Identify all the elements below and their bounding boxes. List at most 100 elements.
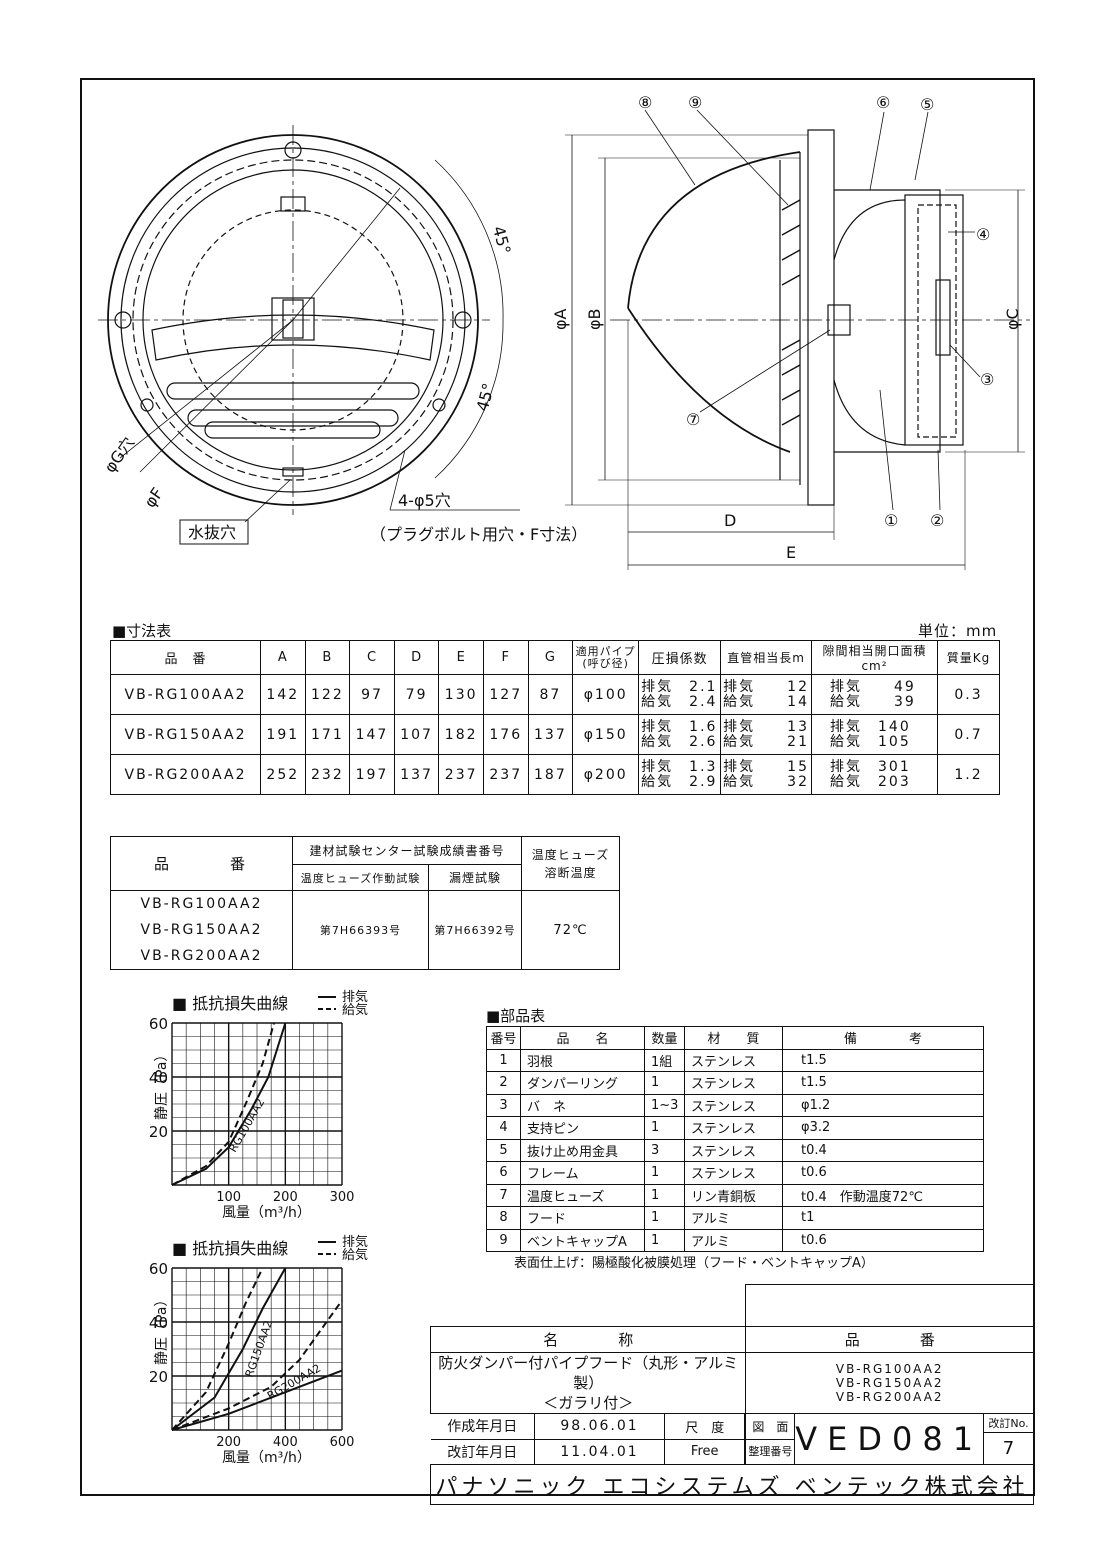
dim-header: 直管相当長m — [720, 640, 812, 675]
drain-label: 水抜穴 — [188, 523, 236, 542]
dim-cell: 87 — [527, 674, 574, 715]
part-material: ステンレス — [684, 1071, 783, 1095]
length-cell: 排気 12 給気 14 — [720, 674, 812, 715]
x-tick-label: 200 — [216, 1435, 241, 1450]
pipe-cell: φ150 — [572, 714, 640, 755]
test-header-row: 品 番 建材試験センター試験成績書番号 温度ヒューズ溶断温度 — [110, 836, 620, 891]
test-model: VB-RG150AA2 — [140, 922, 263, 938]
parts-header: 品 名 — [520, 1026, 645, 1050]
fuse-report-number: 第7H66393号 — [291, 890, 430, 970]
legend-exhaust: 排気 — [342, 1234, 368, 1250]
callout-8: ⑧ — [638, 93, 652, 112]
dim-cell: 122 — [304, 674, 351, 715]
technical-drawing: ⑧ ⑨ ⑥ ⑤ ④ ③ ⑦ ① ② φA φB φC D E φF φG穴 45… — [98, 93, 1030, 570]
dim-header-row: 品 番 A B C D E F G 適用パイプ(呼び径) 圧損係数 直管相当長m… — [110, 640, 1000, 675]
series-line — [171, 1267, 287, 1431]
callout-5: ⑤ — [920, 95, 934, 114]
part-no: 4 — [486, 1116, 521, 1140]
y-tick-label: 20 — [149, 1368, 168, 1386]
part-no: 8 — [486, 1206, 521, 1230]
pipe-cell: φ100 — [572, 674, 640, 715]
dim-header: C — [349, 640, 395, 675]
test-header-row: 温度ヒューズ作動試験 漏煙試験 — [111, 864, 620, 891]
part-no: 7 — [486, 1183, 521, 1207]
area-cell: 排気 301 給気 203 — [811, 754, 938, 795]
y-axis-label: 静圧（Pa） — [154, 1293, 170, 1365]
part-material: リン青銅板 — [684, 1183, 783, 1207]
dim-cell: 232 — [304, 754, 351, 795]
curve-annotation: RG100AA2 — [226, 1096, 267, 1154]
part-note: t1.5 — [782, 1071, 984, 1095]
test-header-model: 品 番 — [110, 836, 293, 891]
mass-cell: 0.7 — [937, 714, 1000, 755]
scale-label: 尺 度 — [663, 1414, 746, 1440]
callout-9: ⑨ — [688, 93, 702, 112]
part-note: t0.6 — [782, 1161, 984, 1185]
dim-cell: 252 — [260, 754, 306, 795]
parts-header: 番号 — [486, 1026, 521, 1050]
callout-4: ④ — [976, 225, 990, 244]
dim-header: F — [482, 640, 529, 675]
title-header-model: 品 番 — [745, 1326, 1034, 1353]
drawing-label: 図 面 — [746, 1415, 795, 1440]
callout-6: ⑥ — [876, 93, 890, 112]
dim-cell: 79 — [393, 674, 440, 715]
legend-exhaust: 排気 — [342, 989, 368, 1005]
x-tick-label: 200 — [273, 1190, 298, 1205]
title-model: VB-RG200AA2 — [835, 1390, 944, 1404]
parts-header: 材 質 — [684, 1026, 783, 1050]
y-tick-label: 20 — [149, 1123, 168, 1141]
part-qty: 1 — [644, 1071, 685, 1095]
ref-label: 整理番号 — [748, 1444, 793, 1458]
dim-cell: 97 — [349, 674, 395, 715]
parts-header: 数量 — [644, 1026, 685, 1050]
created-date: 98.06.01 — [534, 1414, 665, 1440]
finish-note: 表面仕上げ：陽極酸化被膜処理（フード・ベントキャップA） — [514, 1256, 874, 1271]
angle-upper: 45° — [489, 224, 515, 256]
title-header-row: 名 称 品 番 — [429, 1326, 1034, 1353]
revised-label: 改訂年月日 — [430, 1438, 535, 1464]
dim-header: E — [438, 640, 484, 675]
part-name: 抜け止め用金具 — [520, 1138, 645, 1162]
dim-cell: 107 — [393, 714, 440, 755]
model-cell: VB-RG100AA2 — [110, 674, 261, 715]
dim-header: G — [527, 640, 574, 675]
dim-f: φF — [140, 484, 167, 511]
dim-header: 品 番 — [110, 640, 261, 675]
part-name: ベントキャップA — [520, 1228, 645, 1252]
smoke-report-number: 第7H66392号 — [428, 890, 522, 970]
part-no: 1 — [486, 1048, 521, 1072]
callout-3: ③ — [980, 370, 994, 389]
model-cell: VB-RG200AA2 — [110, 754, 261, 795]
area-cell: 排気 140 給気 105 — [811, 714, 938, 755]
revised-date: 11.04.01 — [534, 1438, 665, 1464]
part-qty: 1 — [644, 1206, 685, 1230]
part-qty: 1~3 — [644, 1093, 685, 1117]
product-subname: ＜ガラリ付＞ — [543, 1394, 634, 1412]
part-qty: 1 — [644, 1116, 685, 1140]
mass-cell: 0.3 — [937, 674, 1000, 715]
dim-c: φC — [1003, 308, 1022, 330]
x-axis-label: 風量（m³/h） — [222, 1450, 311, 1466]
title-header-name: 名 称 — [429, 1326, 747, 1353]
part-name: 温度ヒューズ — [520, 1183, 645, 1207]
table-row: VB-RG100AA2 VB-RG150AA2 VB-RG200AA2 第7H6… — [110, 890, 620, 970]
length-cell: 排気 15 給気 32 — [720, 754, 812, 795]
dim-cell: 137 — [393, 754, 440, 795]
part-name: フード — [520, 1206, 645, 1230]
part-note: φ3.2 — [782, 1116, 984, 1140]
part-note: t0.6 — [782, 1228, 984, 1252]
dim-e: E — [786, 543, 796, 562]
part-material: ステンレス — [684, 1116, 783, 1140]
hole-note: 4-φ5穴 — [398, 491, 451, 510]
x-tick-label: 600 — [330, 1435, 355, 1450]
table-row: VB-RG150AA2 191 171 147 107 182 176 137 … — [110, 714, 1000, 755]
